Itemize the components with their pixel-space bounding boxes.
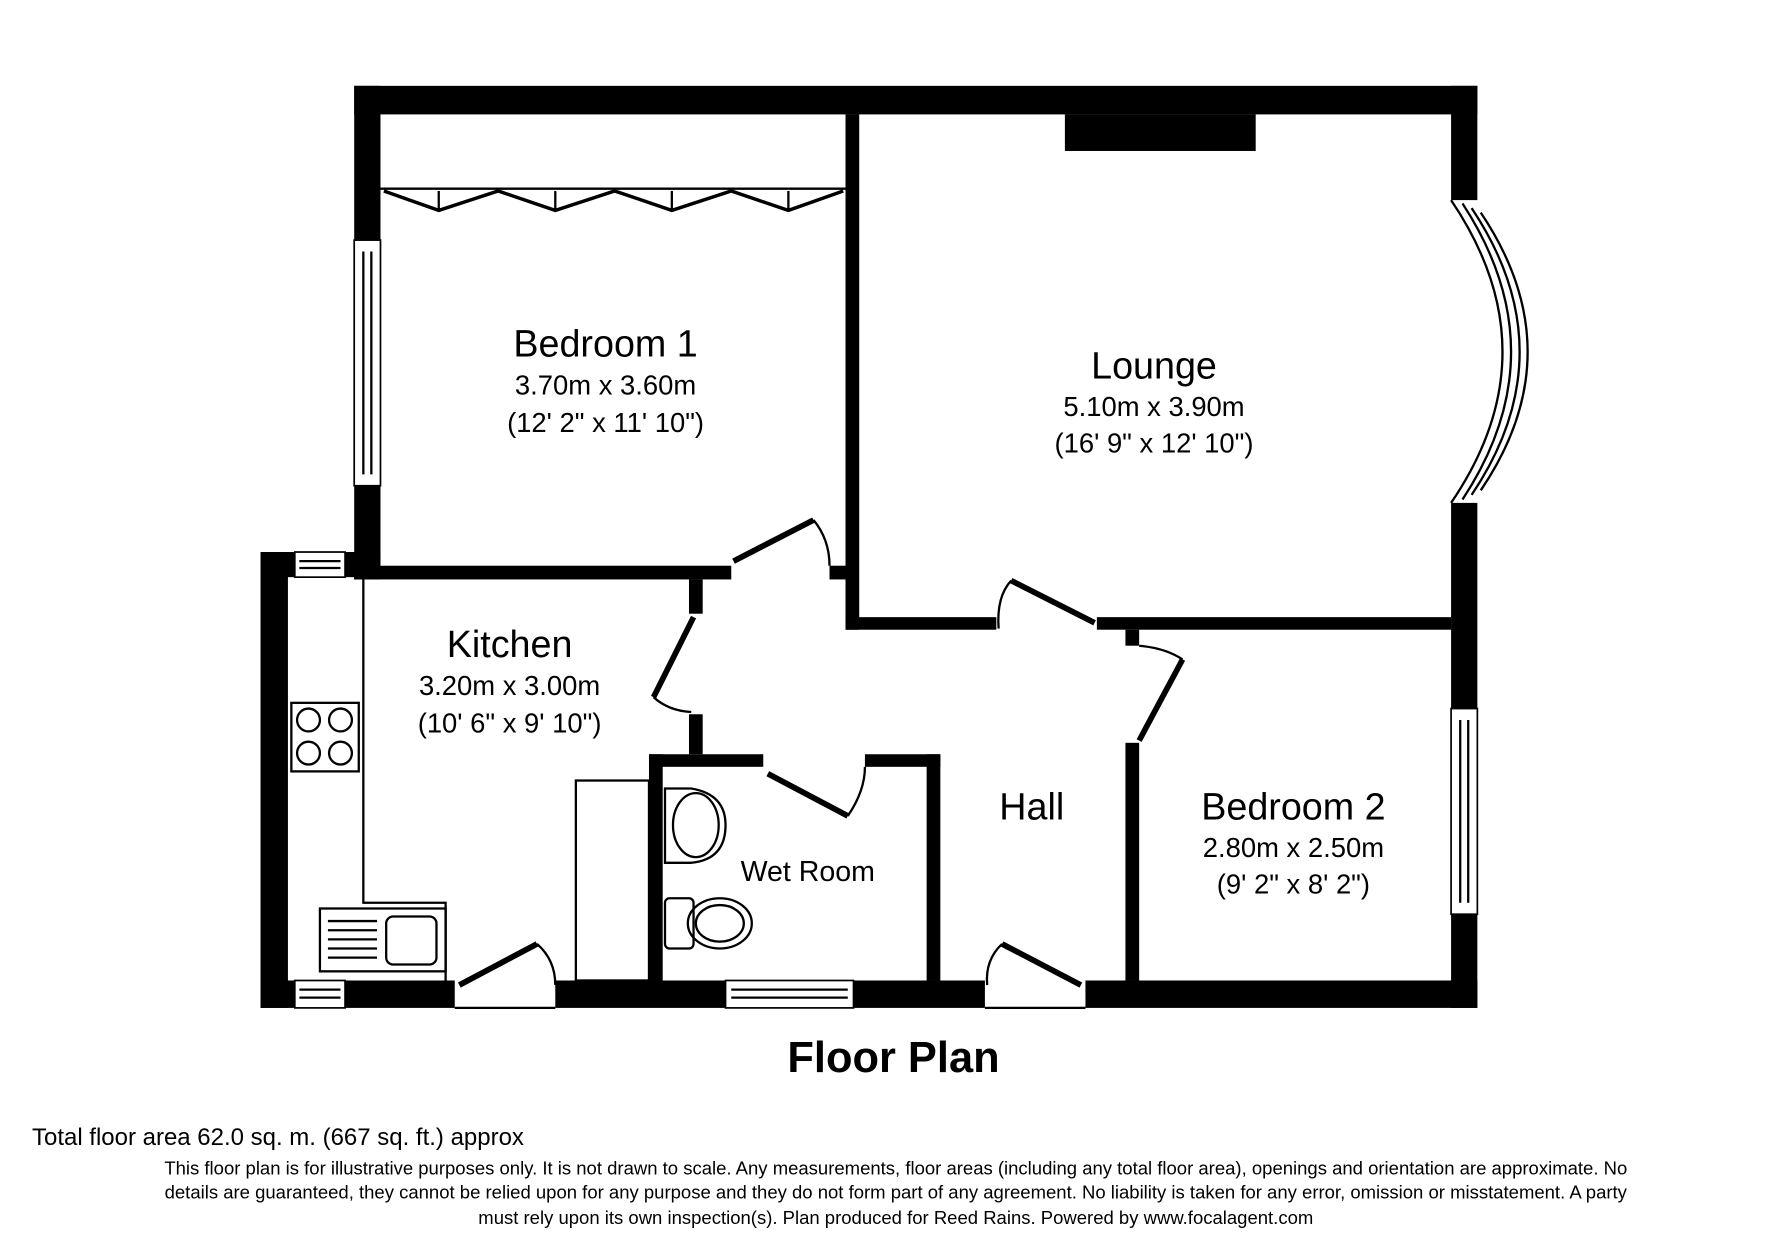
bay-window [1450, 199, 1504, 504]
room-imperial-bedroom1: (12' 2" x 11' 10") [507, 407, 704, 438]
room-name-kitchen: Kitchen [447, 623, 573, 665]
room-imperial-lounge: (16' 9" x 12' 10") [1054, 428, 1253, 459]
sink-icon [318, 907, 447, 973]
room-name-hall: Hall [999, 785, 1064, 827]
room-name-wetroom: Wet Room [741, 856, 875, 888]
disclaimer-line: This floor plan is for illustrative purp… [164, 1158, 1627, 1179]
room-metric-bedroom2: 2.80m x 2.50m [1203, 832, 1384, 863]
room-labels: Bedroom 1 3.70m x 3.60m (12' 2" x 11' 10… [418, 323, 1386, 900]
windows [293, 199, 1529, 1009]
room-metric-lounge: 5.10m x 3.90m [1063, 391, 1244, 422]
toilet-icon [663, 897, 753, 950]
basin-icon [663, 787, 727, 864]
walls [260, 85, 1478, 1008]
room-imperial-bedroom2: (9' 2" x 8' 2") [1217, 869, 1370, 900]
plan-title: Floor Plan [787, 1034, 999, 1082]
room-name-bedroom2: Bedroom 2 [1201, 785, 1385, 827]
room-imperial-kitchen: (10' 6" x 9' 10") [418, 708, 602, 739]
room-metric-bedroom1: 3.70m x 3.60m [515, 369, 696, 400]
room-name-lounge: Lounge [1091, 344, 1217, 386]
disclaimer-line: details are guaranteed, they cannot be r… [165, 1182, 1628, 1203]
fixtures [290, 579, 753, 982]
chimney-breast [1064, 114, 1256, 151]
cupboard [574, 779, 651, 982]
room-metric-kitchen: 3.20m x 3.00m [419, 670, 600, 701]
doors [454, 517, 1186, 1010]
disclaimer-line: must rely upon its own inspection(s). Pl… [478, 1207, 1313, 1228]
wardrobe-doors [380, 187, 846, 213]
hob-icon [290, 701, 360, 773]
room-name-bedroom1: Bedroom 1 [513, 323, 697, 365]
total-floor-area: Total floor area 62.0 sq. m. (667 sq. ft… [32, 1124, 524, 1151]
